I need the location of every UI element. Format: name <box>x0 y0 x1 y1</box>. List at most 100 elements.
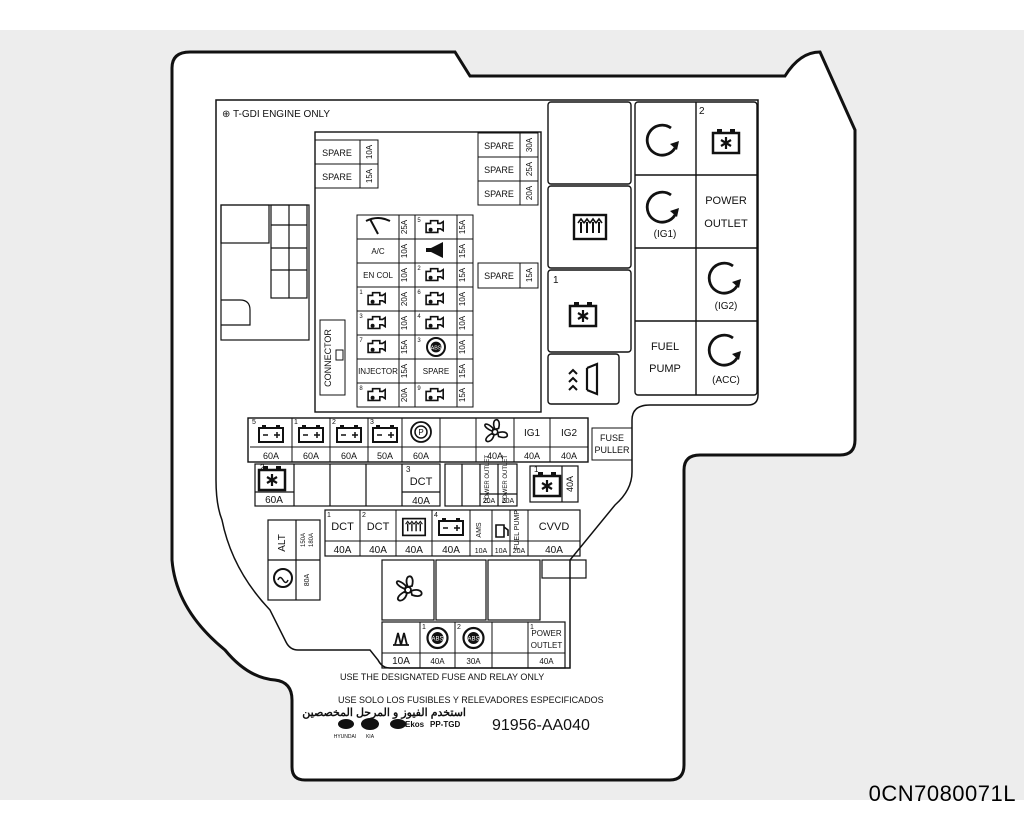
image-code: 0CN7080071L <box>868 781 1016 806</box>
fuse-number: 2 <box>457 624 461 631</box>
fuse-label: IG2 <box>561 428 578 439</box>
heater-icon <box>393 632 409 646</box>
left-fuse-label: INJECTOR <box>358 367 398 376</box>
power-outlet-line2: OUTLET <box>704 218 748 230</box>
fuse-label: DCT <box>331 521 354 533</box>
fuse-label: IG1 <box>524 428 541 439</box>
relay-area <box>547 101 758 405</box>
fuse-number: 9 <box>417 386 421 392</box>
brand-hyundai: HYUNDAI <box>334 734 357 740</box>
part-number: 91956-AA040 <box>492 717 590 734</box>
fuse-puller-line1: FUSE <box>600 433 624 443</box>
fuse-amp: 60A <box>303 451 319 461</box>
fuse-amp: 40A <box>561 451 577 461</box>
fuse-label: AMS <box>476 522 483 538</box>
row2-dct-label: DCT <box>410 476 433 488</box>
fuse-amp: 60A <box>263 451 279 461</box>
fuse-label: FUEL PUMP <box>514 510 521 550</box>
fuse-number: 1 <box>422 624 426 631</box>
alt-fuse <box>267 519 321 601</box>
fuse-amp: 20A <box>400 291 409 306</box>
fuel-icon <box>495 524 509 538</box>
right-spare-3: SPARE <box>484 189 514 199</box>
fuse-amp: 60A <box>413 451 429 461</box>
fuel-pump-line2: PUMP <box>649 363 681 375</box>
fuse-label: CVVD <box>539 521 570 533</box>
left-block <box>220 204 310 341</box>
fuse-amp: 40A <box>369 545 387 556</box>
footer-line1: USE THE DESIGNATED FUSE AND RELAY ONLY <box>340 672 544 682</box>
right-fuse-label: SPARE <box>423 367 450 376</box>
fuse-number: 5 <box>417 218 421 224</box>
horn-icon <box>426 242 443 258</box>
fuse-amp: 10A <box>475 548 488 555</box>
fuse-amp: 15A <box>400 363 409 378</box>
top-note: ⊕ T-GDI ENGINE ONLY <box>222 109 330 120</box>
fuse-amp: 15A <box>458 243 467 258</box>
row2-right-amp: 40A <box>565 476 575 492</box>
left-spare-2-amp: 15A <box>365 168 374 183</box>
fuse-number: 3 <box>359 314 363 320</box>
fuse-amp: 40A <box>430 657 445 666</box>
fuse-amp: 60A <box>341 451 357 461</box>
relay-number-2: 2 <box>699 106 705 117</box>
row2-left-num: 2 <box>260 463 265 472</box>
left-spare-2: SPARE <box>322 172 352 182</box>
fuse-amp: 15A <box>400 339 409 354</box>
fuse-number: 1 <box>359 290 363 296</box>
middle-spare: SPARE <box>484 271 514 281</box>
fuse-amp: 50A <box>377 451 393 461</box>
lower-relays <box>381 559 587 621</box>
footer-line2: USE SOLO LOS FUSIBLES Y RELEVADORES ESPE… <box>338 695 604 705</box>
ig2-label: (IG2) <box>715 301 738 312</box>
fuse-number: 2 <box>417 266 421 272</box>
alt-amp1: 150A <box>301 533 307 547</box>
fuse-number: 2 <box>362 512 366 519</box>
left-spare-1-amp: 10A <box>365 144 374 159</box>
alt-amp1-note: 180A <box>309 533 315 547</box>
fuse-number: 1 <box>327 512 331 519</box>
housing-outline <box>170 50 857 782</box>
fuse-amp: 15A <box>458 363 467 378</box>
row2-outlet1-label: POWER OUTLET <box>485 455 491 503</box>
footer-arabic: استخدم الفيوز و المرحل المخصصين <box>302 707 466 719</box>
brand-pptgd: PP-TGD <box>430 720 460 729</box>
fuel-pump-line1: FUEL <box>651 341 679 353</box>
connector-label: CONNECTOR <box>323 329 333 387</box>
brand-kia: KIA <box>366 734 375 740</box>
fuse-amp: 40A <box>545 545 563 556</box>
fuse-label: OUTLET <box>531 641 563 650</box>
fuse-number: 4 <box>417 314 421 320</box>
row2-right-num: 1 <box>534 465 539 474</box>
fuse-puller-line2: PULLER <box>594 445 630 455</box>
fuse-amp: 25A <box>400 219 409 234</box>
fuse-amp: 40A <box>539 657 554 666</box>
fuse-amp: 15A <box>458 387 467 402</box>
fuse-puller-box <box>591 427 633 461</box>
relay-number-1: 1 <box>553 275 559 286</box>
middle-spare-amp: 15A <box>525 267 534 282</box>
fuse-amp: 10A <box>400 315 409 330</box>
right-spare-2-amp: 25A <box>525 161 534 176</box>
fuse-amp: 15A <box>458 219 467 234</box>
fuse-amp: 10A <box>400 243 409 258</box>
fuse-number: 3 <box>417 338 421 344</box>
row2-outlet1-amp: 20A <box>483 498 496 505</box>
fuse-amp: 40A <box>487 451 503 461</box>
power-outlet-line1: POWER <box>705 195 747 207</box>
fuse-amp: 40A <box>442 545 460 556</box>
row2-dct-num: 3 <box>406 465 411 474</box>
row2-outlet2-amp: 20A <box>502 498 515 505</box>
fuse-amp: 10A <box>458 339 467 354</box>
fuse-amp: 10A <box>400 267 409 282</box>
left-fuse-label: A/C <box>371 247 385 256</box>
left-fuse-label: EN COL <box>363 271 393 280</box>
fuse-amp: 30A <box>466 657 481 666</box>
right-spare-2: SPARE <box>484 165 514 175</box>
fuse-number: 1 <box>530 624 534 631</box>
fuse-number: 1 <box>294 419 298 426</box>
fuse-amp: 40A <box>524 451 540 461</box>
